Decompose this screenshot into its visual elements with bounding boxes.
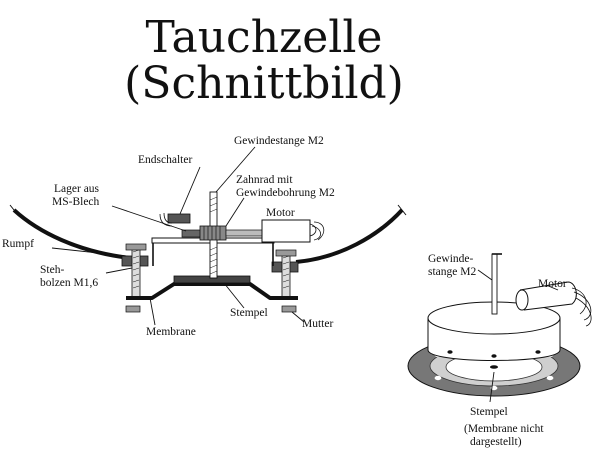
rod-perspective [491, 253, 502, 315]
title-line2: (Schnittbild) [124, 58, 404, 109]
motor-perspective [515, 281, 592, 327]
leader-mutter [291, 311, 305, 323]
label-stehbolzen-line1: Steh- [40, 264, 64, 276]
leader-motor-persp [545, 284, 559, 291]
leader-rumpf [51, 247, 127, 257]
label-stehbolzen-line2: bolzen M1,6 [40, 277, 98, 289]
label-stempel-section: Stempel [230, 307, 268, 319]
worm-shaft [225, 229, 265, 237]
label-stempel-persp: Stempel [470, 406, 508, 418]
membrane-shape [126, 282, 298, 300]
label-note-line2: dargestellt) [470, 436, 522, 448]
left-top-nut [125, 243, 147, 251]
gear [199, 225, 227, 241]
label-endschalter: Endschalter [138, 154, 192, 166]
label-note-line1: (Membrane nicht [464, 423, 544, 435]
housing-bolt-heads [447, 350, 541, 358]
piston-center-hole [490, 365, 498, 369]
title-line1: Tauchzelle [146, 12, 383, 63]
right-bottom-nut [281, 305, 297, 313]
label-membrane: Membrane [146, 326, 196, 338]
leader-endschalter [179, 166, 201, 215]
leader-stehbolzen [105, 267, 133, 274]
label-zahnrad-line1: Zahnrad mit [236, 174, 293, 186]
left-bottom-nut [125, 305, 141, 313]
right-standoff-bolt [281, 251, 291, 299]
motor-section [261, 219, 325, 243]
label-gewinde-line2: stange M2 [428, 266, 476, 278]
label-lager-line1: Lager aus [54, 183, 100, 195]
right-top-nut [275, 249, 297, 257]
label-mutter: Mutter [302, 318, 333, 330]
leader-gewinde-persp [477, 269, 493, 281]
label-gewinde-line1: Gewinde- [428, 253, 474, 265]
hull-left-curve [12, 208, 131, 260]
label-rumpf: Rumpf [2, 238, 34, 250]
label-zahnrad-line2: Gewindebohrung M2 [236, 187, 335, 199]
left-standoff-bolt [131, 245, 141, 299]
label-gewindestange: Gewindestange M2 [234, 135, 324, 147]
leader-stempel-persp [489, 371, 495, 403]
hull-left-tick [9, 204, 19, 216]
leader-stempel [223, 282, 245, 309]
hull-right-tick [397, 204, 407, 216]
perspective-view: Gewinde- stange M2 Motor Stempel (Membra… [407, 253, 592, 448]
leader-lager [111, 205, 187, 232]
hull-right-curve [295, 208, 404, 264]
label-motor-section: Motor [266, 207, 295, 219]
section-view: Gewindestange M2 Endschalter Zahnrad mit… [2, 135, 407, 338]
leader-zahnrad [225, 197, 245, 227]
leader-membrane [149, 297, 156, 326]
leader-gewindestange [215, 146, 256, 193]
label-lager-line2: MS-Blech [52, 196, 100, 208]
label-motor-persp: Motor [538, 278, 567, 290]
